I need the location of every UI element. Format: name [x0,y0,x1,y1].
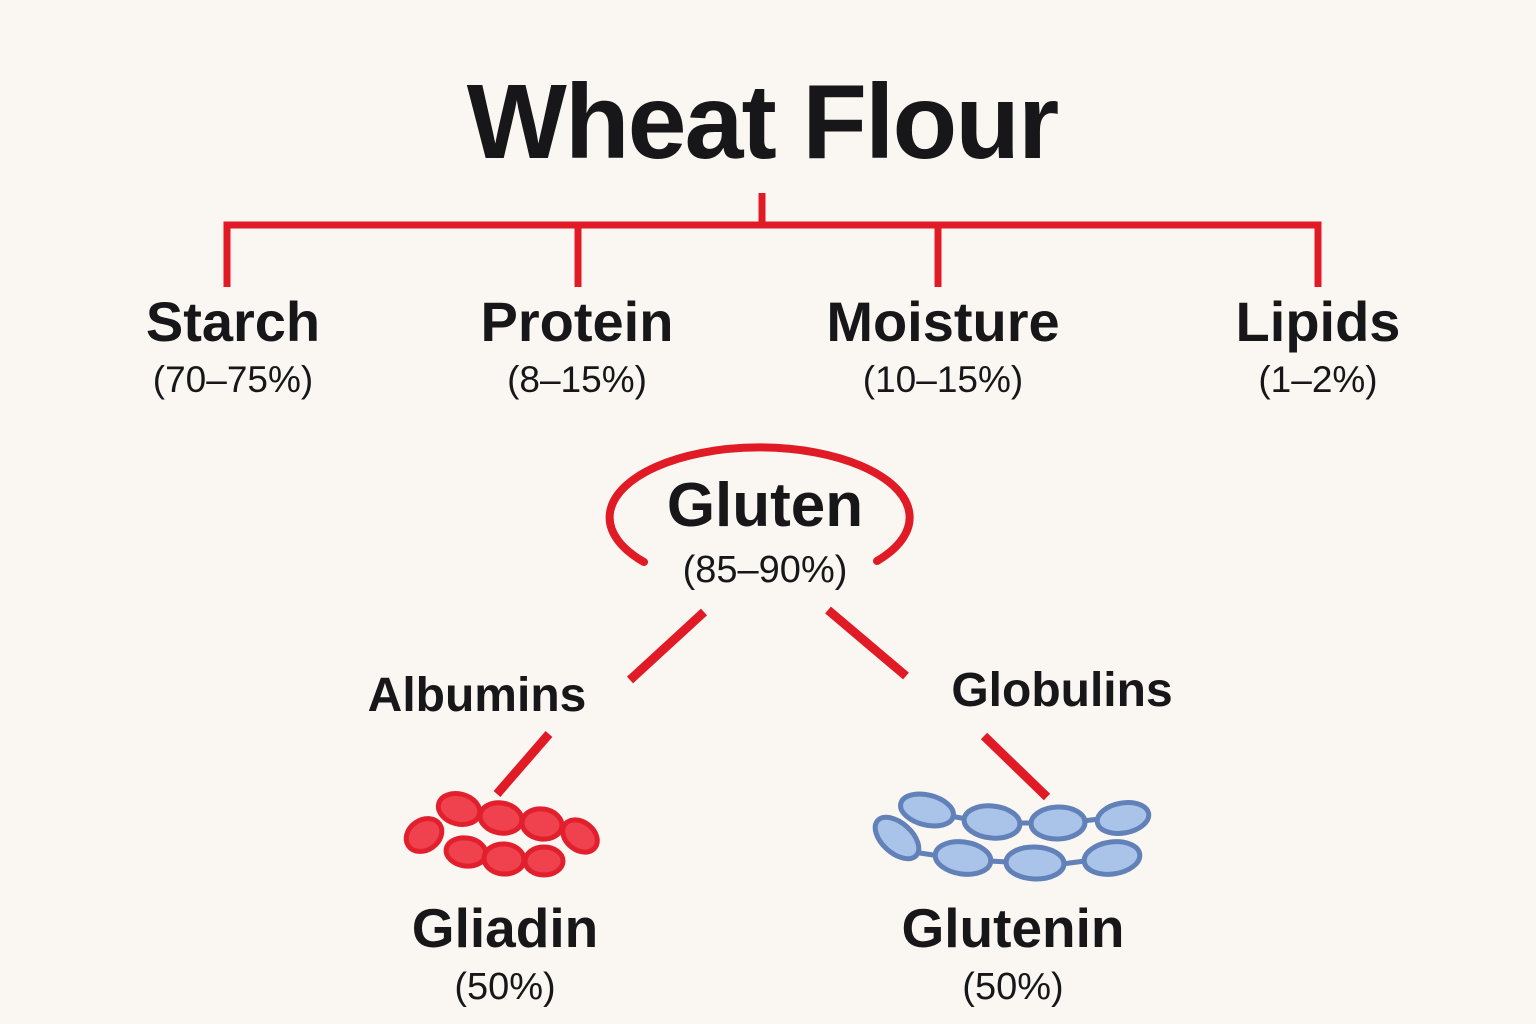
protein-percent: (8–15%) [507,359,647,401]
gliadin-blob [443,835,489,869]
gliadin-blob [403,816,445,854]
node-protein: Protein (8–15%) [481,290,674,401]
page-title: Wheat Flour [466,63,1059,181]
bracket-line [223,193,1322,287]
glutenin-percent: (50%) [962,965,1064,1008]
gluten-ellipse [605,443,914,566]
gliadin-blob [560,817,600,855]
gluten-to-globulins-line [825,606,909,680]
node-albumins: Albumins [367,669,587,722]
gliadin-label: Gliadin [411,897,599,959]
node-gliadin: Gliadin (50%) [412,898,598,1008]
gliadin-blob [522,844,566,878]
protein-label: Protein [480,290,674,353]
glutenin-label: Glutenin [901,897,1125,959]
gliadin-blob [477,800,525,836]
glutenin-molecule-cluster [872,791,1152,882]
gliadin-molecule-cluster [403,791,600,878]
glutenin-blob [1003,844,1067,882]
glutenin-blob [872,814,922,862]
gluten-branch-lines [493,606,1051,801]
node-lipids: Lipids (1–2%) [1236,290,1401,401]
glutenin-blob [1094,800,1152,836]
albumins-to-gliadin-line [493,731,553,797]
tree-bracket-lines [223,193,1322,287]
gliadin-blob [519,806,565,842]
gliadin-blob [435,791,483,827]
globulins-to-glutenin-line [980,732,1051,801]
glutenin-blob [961,803,1023,841]
moisture-percent: (10–15%) [862,359,1024,401]
gliadin-percent: (50%) [454,965,556,1008]
glutenin-blob [1028,804,1088,842]
glutenin-blob [1081,839,1143,877]
node-gluten: Gluten (85–90%) [666,471,864,592]
starch-label: Starch [145,290,321,353]
lipids-percent: (1–2%) [1258,359,1378,401]
gluten-percent: (85–90%) [682,549,848,592]
lipids-label: Lipids [1235,290,1401,353]
moisture-label: Moisture [826,290,1060,353]
node-glutenin: Glutenin (50%) [901,898,1124,1008]
glutenin-blob [898,791,956,829]
starch-percent: (70–75%) [152,359,314,401]
node-globulins: Globulins [951,664,1173,717]
node-starch: Starch (70–75%) [146,290,320,401]
gluten-label: Gluten [666,471,864,540]
node-moisture: Moisture (10–15%) [826,290,1059,401]
glutenin-blob [932,839,994,877]
gliadin-blob [481,841,527,877]
gluten-to-albumins-line [626,608,708,684]
